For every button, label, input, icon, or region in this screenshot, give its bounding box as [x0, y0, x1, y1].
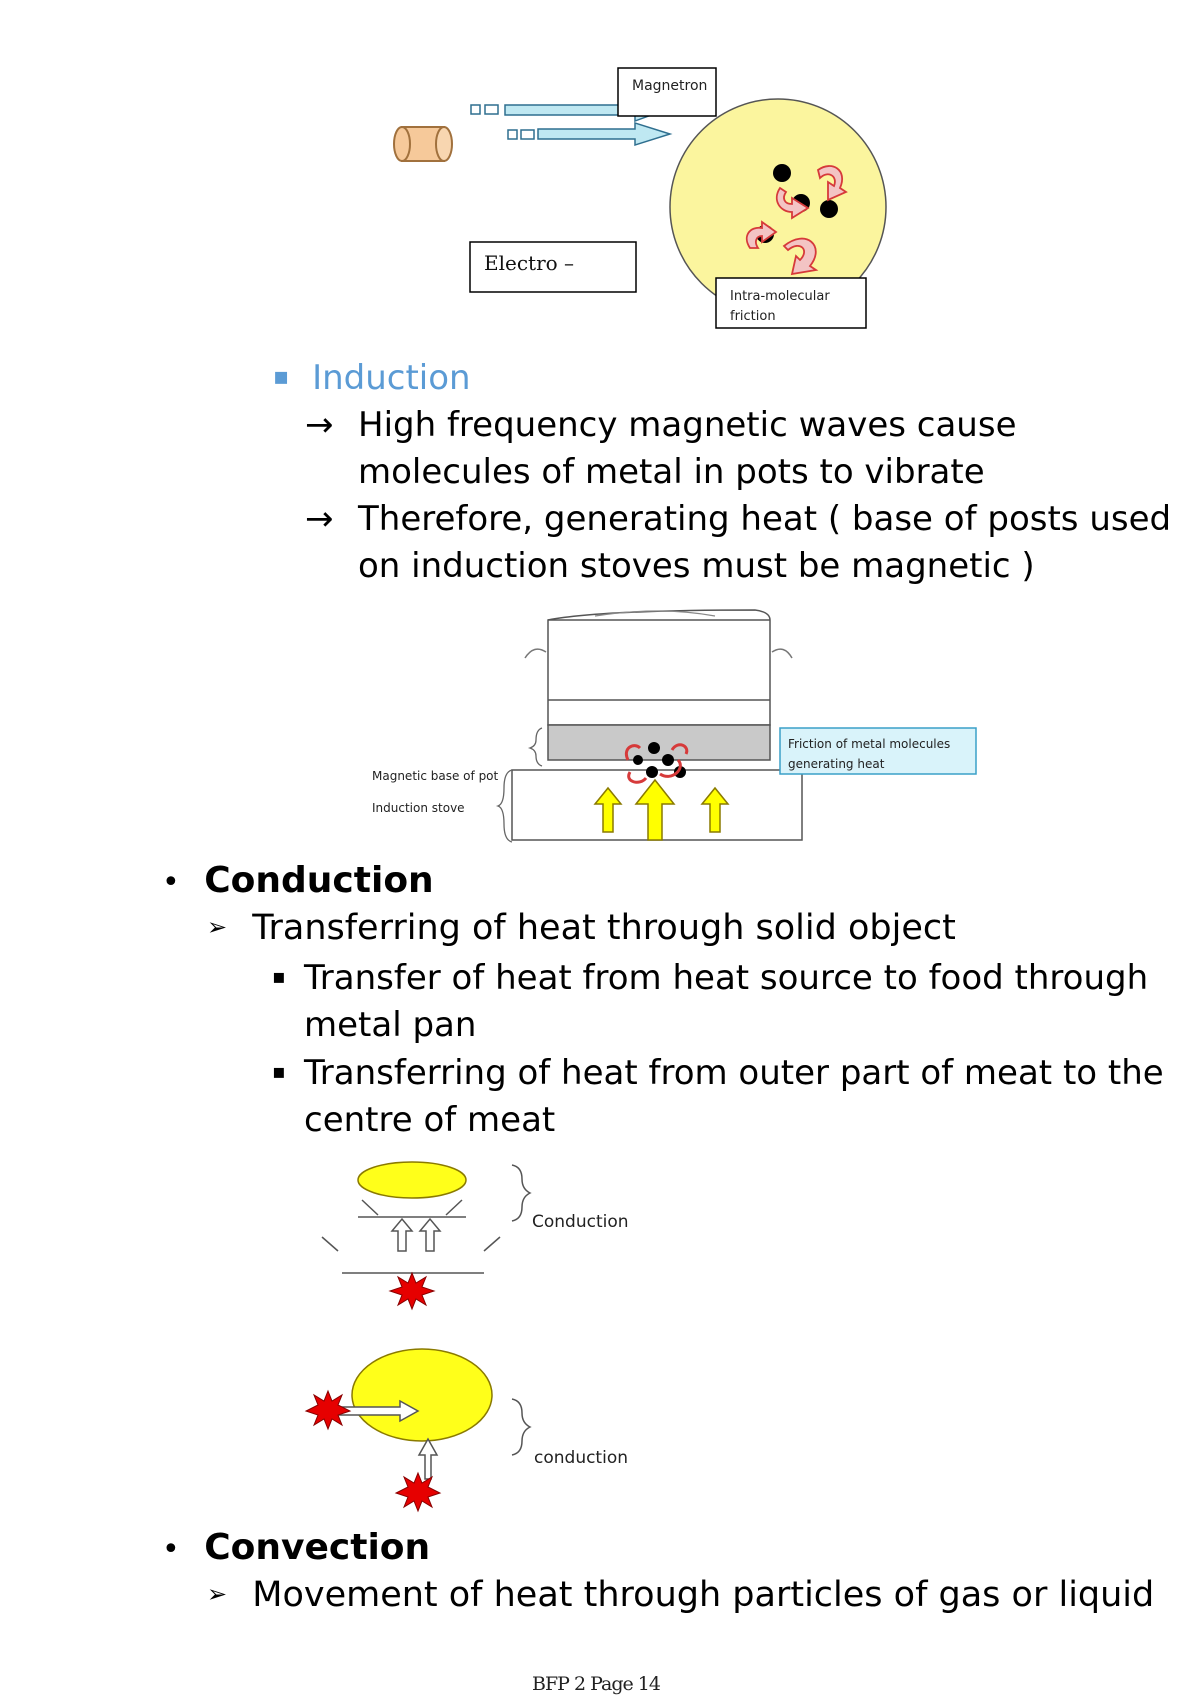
- conduction-point-1: ▪: [272, 955, 286, 1006]
- induction-point-2-line-2: on induction stoves must be magnetic ): [358, 546, 1035, 586]
- induction-stove-label: Induction stove: [372, 801, 465, 815]
- convection-definition: ➢ Movement of heat through particles of …: [207, 1575, 1154, 1615]
- pot-icon: [524, 609, 793, 761]
- friction-label-line1: Intra-molecular: [730, 289, 830, 304]
- induction-heading: ▪ Induction: [273, 355, 471, 405]
- friction-box: [779, 727, 977, 775]
- microwave-arrow-icon: [507, 121, 673, 147]
- induction-point-1-line-1: High frequency magnetic waves cause: [358, 405, 1017, 445]
- conduction-point-2-line-2: centre of meat: [304, 1100, 556, 1140]
- microwave-diagram: Magnetron Electro – Intra-molecular fric…: [393, 67, 887, 329]
- induction-stove-diagram: Magnetic base of pot Induction stove Fri…: [372, 609, 977, 843]
- flame-icon: [394, 1471, 442, 1513]
- convection-title: Convection: [204, 1527, 431, 1568]
- bullet-icon: •: [162, 1532, 180, 1567]
- conduction-heading: • Conduction: [162, 860, 434, 901]
- arrow-right-icon: →: [305, 405, 334, 445]
- meat-ellipse: [351, 1348, 493, 1442]
- page-footer: BFP 2 Page 14: [532, 1673, 661, 1695]
- conduction-title: Conduction: [204, 860, 434, 901]
- conduction-diagram: Conduction conduction: [304, 1161, 629, 1513]
- magnetic-base-label: Magnetic base of pot: [372, 769, 499, 783]
- heat-arrow-icon: [593, 778, 730, 841]
- conduction-point-2-line-1: Transferring of heat from outer part of …: [304, 1053, 1164, 1093]
- rotation-arrow-icon: [625, 743, 689, 784]
- convection-definition-text: Movement of heat through particles of ga…: [252, 1575, 1155, 1615]
- heat-arrow-icon: [390, 1217, 442, 1252]
- induction-point-1-line-2: molecules of metal in pots to vibrate: [358, 452, 985, 492]
- induction-title: Induction: [312, 358, 471, 398]
- heat-arrow-icon: [333, 1399, 439, 1480]
- conduction-definition: ➢ Transferring of heat through solid obj…: [207, 908, 956, 948]
- induction-point-2: →: [305, 496, 334, 543]
- bullet-icon: •: [162, 865, 180, 900]
- friction-box-line2: generating heat: [788, 757, 885, 771]
- conduction-label-top: Conduction: [532, 1212, 629, 1232]
- square-bullet-icon: ▪: [272, 964, 286, 988]
- convection-heading: • Convection: [162, 1527, 430, 1568]
- friction-label-line2: friction: [730, 309, 776, 324]
- arrow-bullet-icon: ➢: [207, 913, 228, 941]
- friction-box-line1: Friction of metal molecules: [788, 737, 950, 751]
- magnetron-label: Magnetron: [632, 78, 707, 94]
- arrow-right-icon: →: [305, 499, 334, 539]
- molecule-icon: [633, 742, 686, 778]
- food-ellipse: [357, 1161, 467, 1199]
- conduction-definition-text: Transferring of heat through solid objec…: [252, 908, 956, 948]
- magnetron-cylinder-icon: [393, 126, 453, 162]
- friction-label-box: [715, 277, 867, 329]
- conduction-label-bottom: conduction: [534, 1448, 628, 1468]
- flame-icon: [388, 1271, 436, 1311]
- electro-label: Electro –: [484, 251, 574, 275]
- conduction-point-1-line-2: metal pan: [304, 1005, 477, 1045]
- conduction-point-2: ▪: [272, 1050, 286, 1101]
- induction-point-1: →: [305, 402, 334, 449]
- magnetron-label-box: [617, 67, 717, 117]
- bullet-icon: ▪: [273, 362, 290, 390]
- electro-label-box: [469, 241, 637, 293]
- conduction-point-1-line-1: Transfer of heat from heat source to foo…: [304, 958, 1149, 998]
- rotation-arrow-icon: [745, 165, 848, 276]
- induction-point-2-line-1: Therefore, generating heat ( base of pos…: [358, 499, 1172, 539]
- square-bullet-icon: ▪: [272, 1059, 286, 1083]
- flame-icon: [304, 1389, 352, 1431]
- arrow-bullet-icon: ➢: [207, 1580, 228, 1608]
